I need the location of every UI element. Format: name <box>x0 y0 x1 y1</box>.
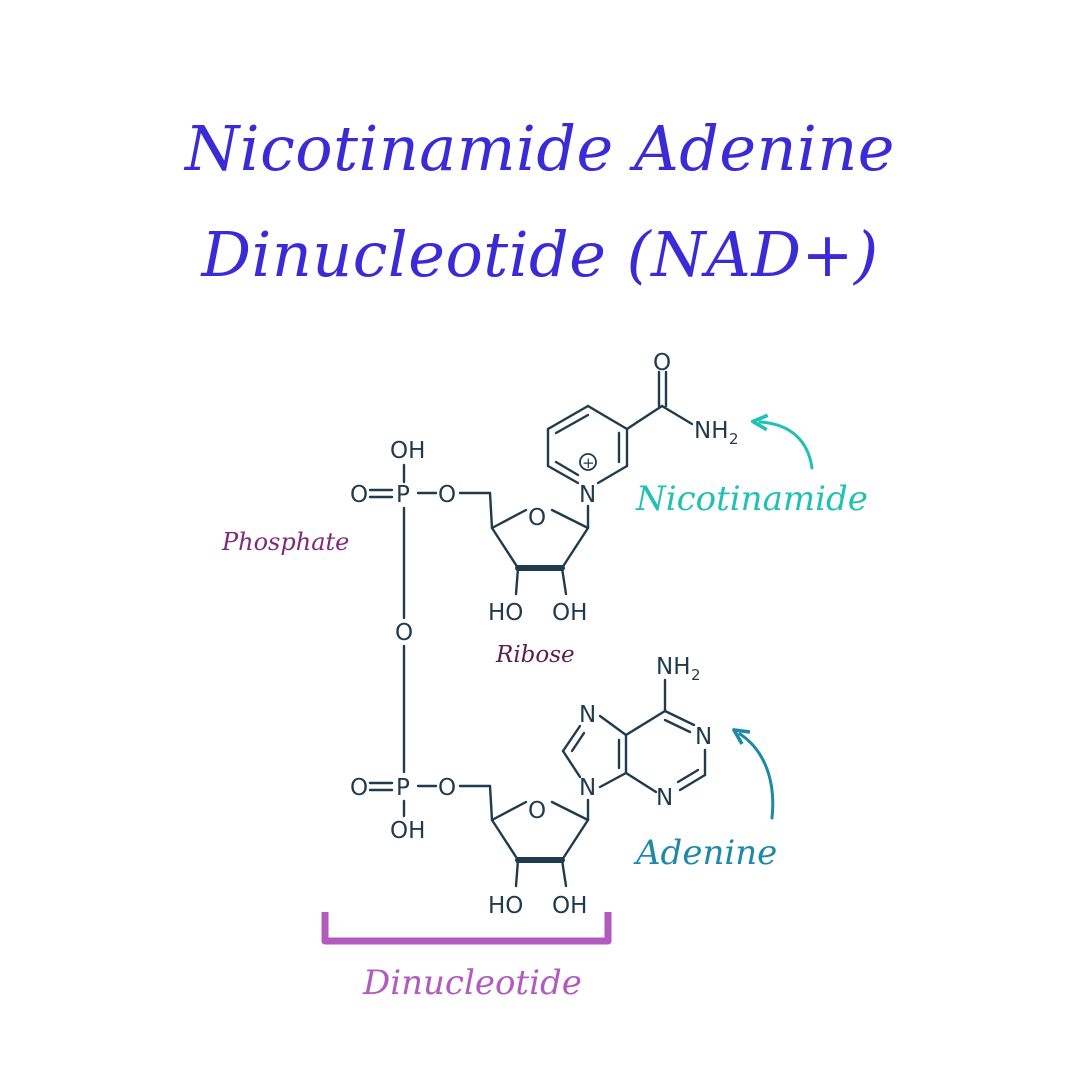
bond-ribose-bottom-o-c1 <box>550 800 590 822</box>
bond-ch2-ribose-top <box>488 491 494 530</box>
atom-oh-ribose-top: OH <box>552 600 587 626</box>
bond-ribose-bottom-c3-oh <box>514 858 520 888</box>
atom-nh-adenine-sub: 2 <box>691 666 701 684</box>
atom-o-ribose-bottom: O <box>528 798 546 824</box>
atom-ho-ribose-bottom: HO <box>488 893 523 919</box>
bond-ribose-top-c4-o <box>490 508 528 530</box>
arrow-nicotinamide <box>760 422 814 470</box>
bond-ribose-top-c3-oh <box>514 566 520 596</box>
label-dinucleotide: Dinucleotide <box>362 963 582 1003</box>
bond-ribose-top-c2-oh <box>560 566 568 596</box>
phosphate-backbone: OH O P O O O P O OH <box>350 438 494 844</box>
bond-ring-c6-n-double <box>554 460 580 477</box>
bond-ribose-bottom-c2-oh <box>560 858 568 888</box>
nicotinamide-ring: N + O NH 2 <box>546 350 739 508</box>
bond-c4-n9 <box>598 771 628 789</box>
atom-n7: N <box>579 702 596 728</box>
atom-nh-amide-sub: 2 <box>729 430 739 448</box>
bond-ribose-bottom-c4-o <box>490 800 528 822</box>
atom-nh-adenine: NH <box>656 654 691 680</box>
atom-nh-amide: NH <box>694 418 729 444</box>
label-ribose: Ribose <box>495 642 575 668</box>
title-line-1: Nicotinamide Adenine <box>184 112 895 185</box>
atom-p-top: P <box>396 482 410 508</box>
ribose-bottom: O HO OH <box>488 798 590 919</box>
bond-c5-c6 <box>624 709 667 737</box>
atom-n9: N <box>579 775 596 801</box>
plus-charge: + <box>582 454 595 472</box>
atom-o-link-top: O <box>438 482 456 508</box>
bond-c2-n3-double <box>676 768 700 784</box>
bond-ribose-bottom-c2-c1 <box>560 818 590 862</box>
atom-o-double-top: O <box>350 482 368 508</box>
atom-o-double-bottom: O <box>350 775 368 801</box>
bond-ch2-ribose-bottom <box>488 784 494 822</box>
plus-charge-circle <box>579 453 597 471</box>
bond-c6-n1 <box>663 709 696 727</box>
atom-o-link-bottom: O <box>438 775 456 801</box>
atom-n3: N <box>656 785 673 811</box>
label-adenine: Adenine <box>633 833 777 873</box>
bond-carbonyl-n <box>660 404 694 426</box>
atom-n1: N <box>695 724 712 750</box>
atom-oh-top: OH <box>390 438 425 464</box>
atom-oh-ribose-bottom: OH <box>552 893 587 919</box>
bond-ring-c6-n <box>546 464 580 485</box>
bond-c8-n7-double <box>570 731 586 753</box>
bond-n9-c8 <box>561 749 582 779</box>
atom-o-carbonyl: O <box>653 350 671 376</box>
bond-c6-n1-double <box>663 718 692 734</box>
bond-ribose-top-c4-c3 <box>490 526 520 570</box>
ribose-top: O HO OH <box>488 504 590 626</box>
bond-c8-n7 <box>561 724 582 753</box>
bond-ribose-top-o-c1 <box>550 508 590 530</box>
bond-ring-c3-c4 <box>586 404 629 431</box>
atom-o-ribose-top: O <box>528 505 546 531</box>
bond-n3-c4 <box>624 771 658 794</box>
arrow-adenine <box>740 734 775 820</box>
label-phosphate: Phosphate <box>221 528 349 556</box>
atom-oh-bottom: OH <box>390 818 425 844</box>
bond-ring-c4-c5 <box>546 404 590 431</box>
bond-ring-n-c2 <box>596 464 629 485</box>
bond-ring-c4-c5-double <box>554 413 590 435</box>
atom-n-pyridinium: N <box>579 482 596 508</box>
atom-p-bottom: P <box>396 775 410 801</box>
label-nicotinamide: Nicotinamide <box>635 479 868 519</box>
adenine-ring: N N NH 2 N N <box>561 654 712 811</box>
bond-ribose-bottom-c4-c3 <box>490 818 520 862</box>
dinucleotide-bracket <box>321 912 612 945</box>
bond-ribose-top-c2-c1 <box>560 526 590 570</box>
title-line-2: Dinucleotide (NAD+) <box>201 218 879 291</box>
bond-n7-c5 <box>598 714 628 737</box>
atom-o-bridge: O <box>395 620 413 646</box>
atom-ho-ribose-top: HO <box>488 600 523 626</box>
bond-c2-n3 <box>678 773 707 792</box>
bond-c3-carbonyl <box>625 404 664 431</box>
